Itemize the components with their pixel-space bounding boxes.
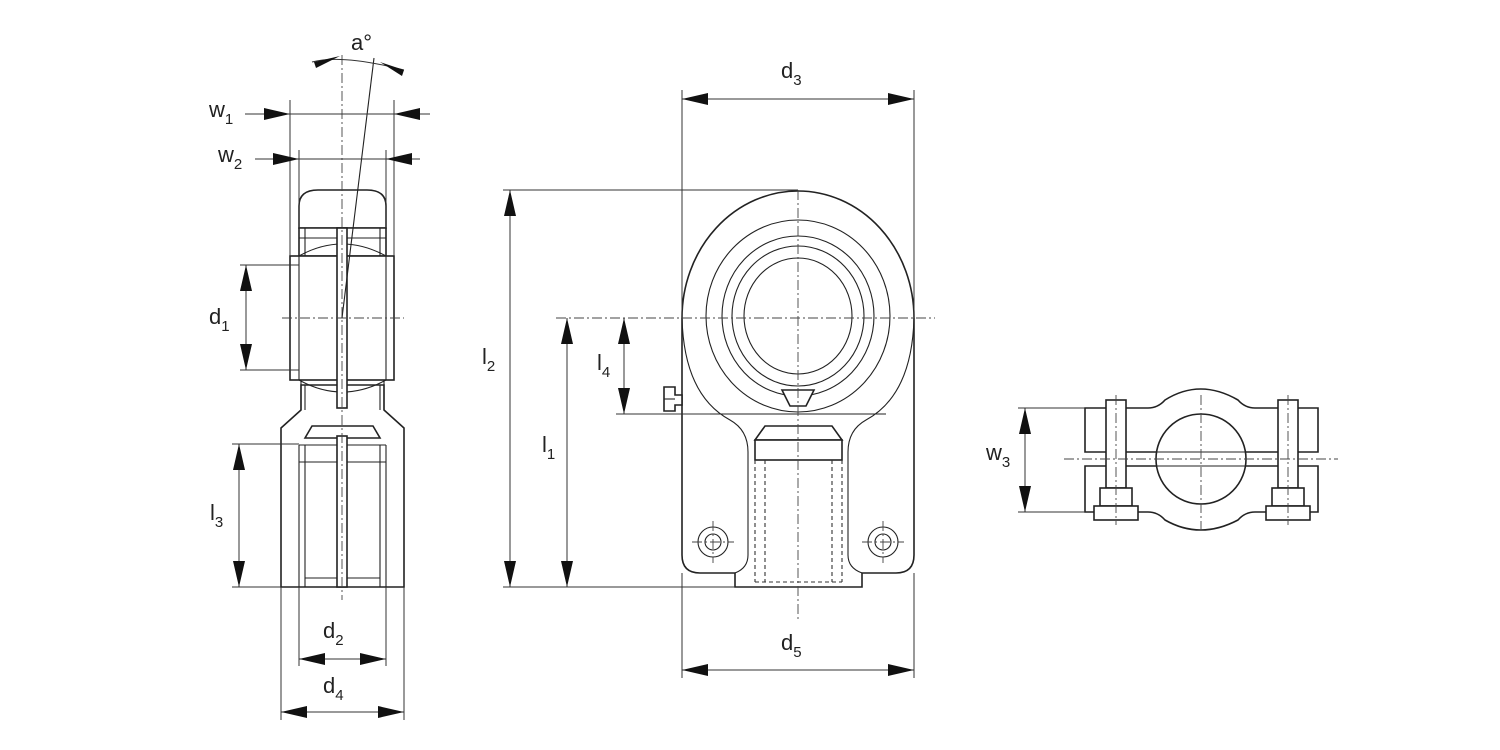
l1-arrow-top xyxy=(561,318,573,344)
d3-arrow-left xyxy=(682,93,708,105)
label-a: a° xyxy=(351,30,372,55)
d1-arrow-top xyxy=(240,265,252,291)
side-view xyxy=(280,55,405,600)
label-w3: w3 xyxy=(985,440,1010,471)
tilt-angle-line xyxy=(341,57,375,319)
l4-arrow-top xyxy=(618,318,630,344)
clamp-body xyxy=(1084,388,1319,531)
l1-arrow-bottom xyxy=(561,561,573,587)
dimension-labels: a° w1 w2 d1 l3 d2 d4 d3 d5 l2 l1 l4 w3 xyxy=(208,30,1010,704)
d4-arrow-right xyxy=(378,706,404,718)
front-view xyxy=(556,190,935,620)
front-dimensions xyxy=(503,90,915,678)
label-l2: l2 xyxy=(482,344,495,375)
d5-arrow-left xyxy=(682,664,708,676)
angle-arrow-left xyxy=(314,56,340,68)
front-bore-top xyxy=(753,425,844,441)
l3-arrow-top xyxy=(233,444,245,470)
l3-arrow-bottom xyxy=(233,561,245,587)
side-eye-top xyxy=(298,189,387,229)
l4-arrow-bottom xyxy=(618,388,630,414)
side-shank-top-cap xyxy=(303,425,382,439)
label-d5: d5 xyxy=(781,630,802,661)
label-d2: d2 xyxy=(323,618,344,649)
w3-arrow-top xyxy=(1019,408,1031,434)
d2-arrow-left xyxy=(299,653,325,665)
w3-arrow-bottom xyxy=(1019,486,1031,512)
d5-arrow-right xyxy=(888,664,914,676)
d4-arrow-left xyxy=(281,706,307,718)
side-eye-lower-band xyxy=(300,380,385,410)
l2-arrow-bottom xyxy=(504,561,516,587)
label-l3: l3 xyxy=(210,500,223,531)
w1-arrow-left xyxy=(264,108,290,120)
label-w2: w2 xyxy=(217,142,242,173)
clamp-view xyxy=(1018,388,1338,531)
label-d4: d4 xyxy=(323,673,344,704)
angle-arrow-right xyxy=(380,62,404,76)
label-l4: l4 xyxy=(597,350,610,381)
label-l1: l1 xyxy=(542,432,555,463)
w2-arrow-right xyxy=(386,153,412,165)
front-thread-band xyxy=(754,439,843,461)
label-d3: d3 xyxy=(781,58,802,89)
label-w1: w1 xyxy=(208,97,233,128)
d2-arrow-right xyxy=(360,653,386,665)
d1-arrow-bottom xyxy=(240,344,252,370)
w2-arrow-left xyxy=(273,153,299,165)
d3-arrow-right xyxy=(888,93,914,105)
w1-arrow-right xyxy=(394,108,420,120)
side-dimensions xyxy=(232,56,430,720)
l2-arrow-top xyxy=(504,190,516,216)
front-neck-contour xyxy=(681,317,915,574)
label-d1: d1 xyxy=(209,304,230,335)
